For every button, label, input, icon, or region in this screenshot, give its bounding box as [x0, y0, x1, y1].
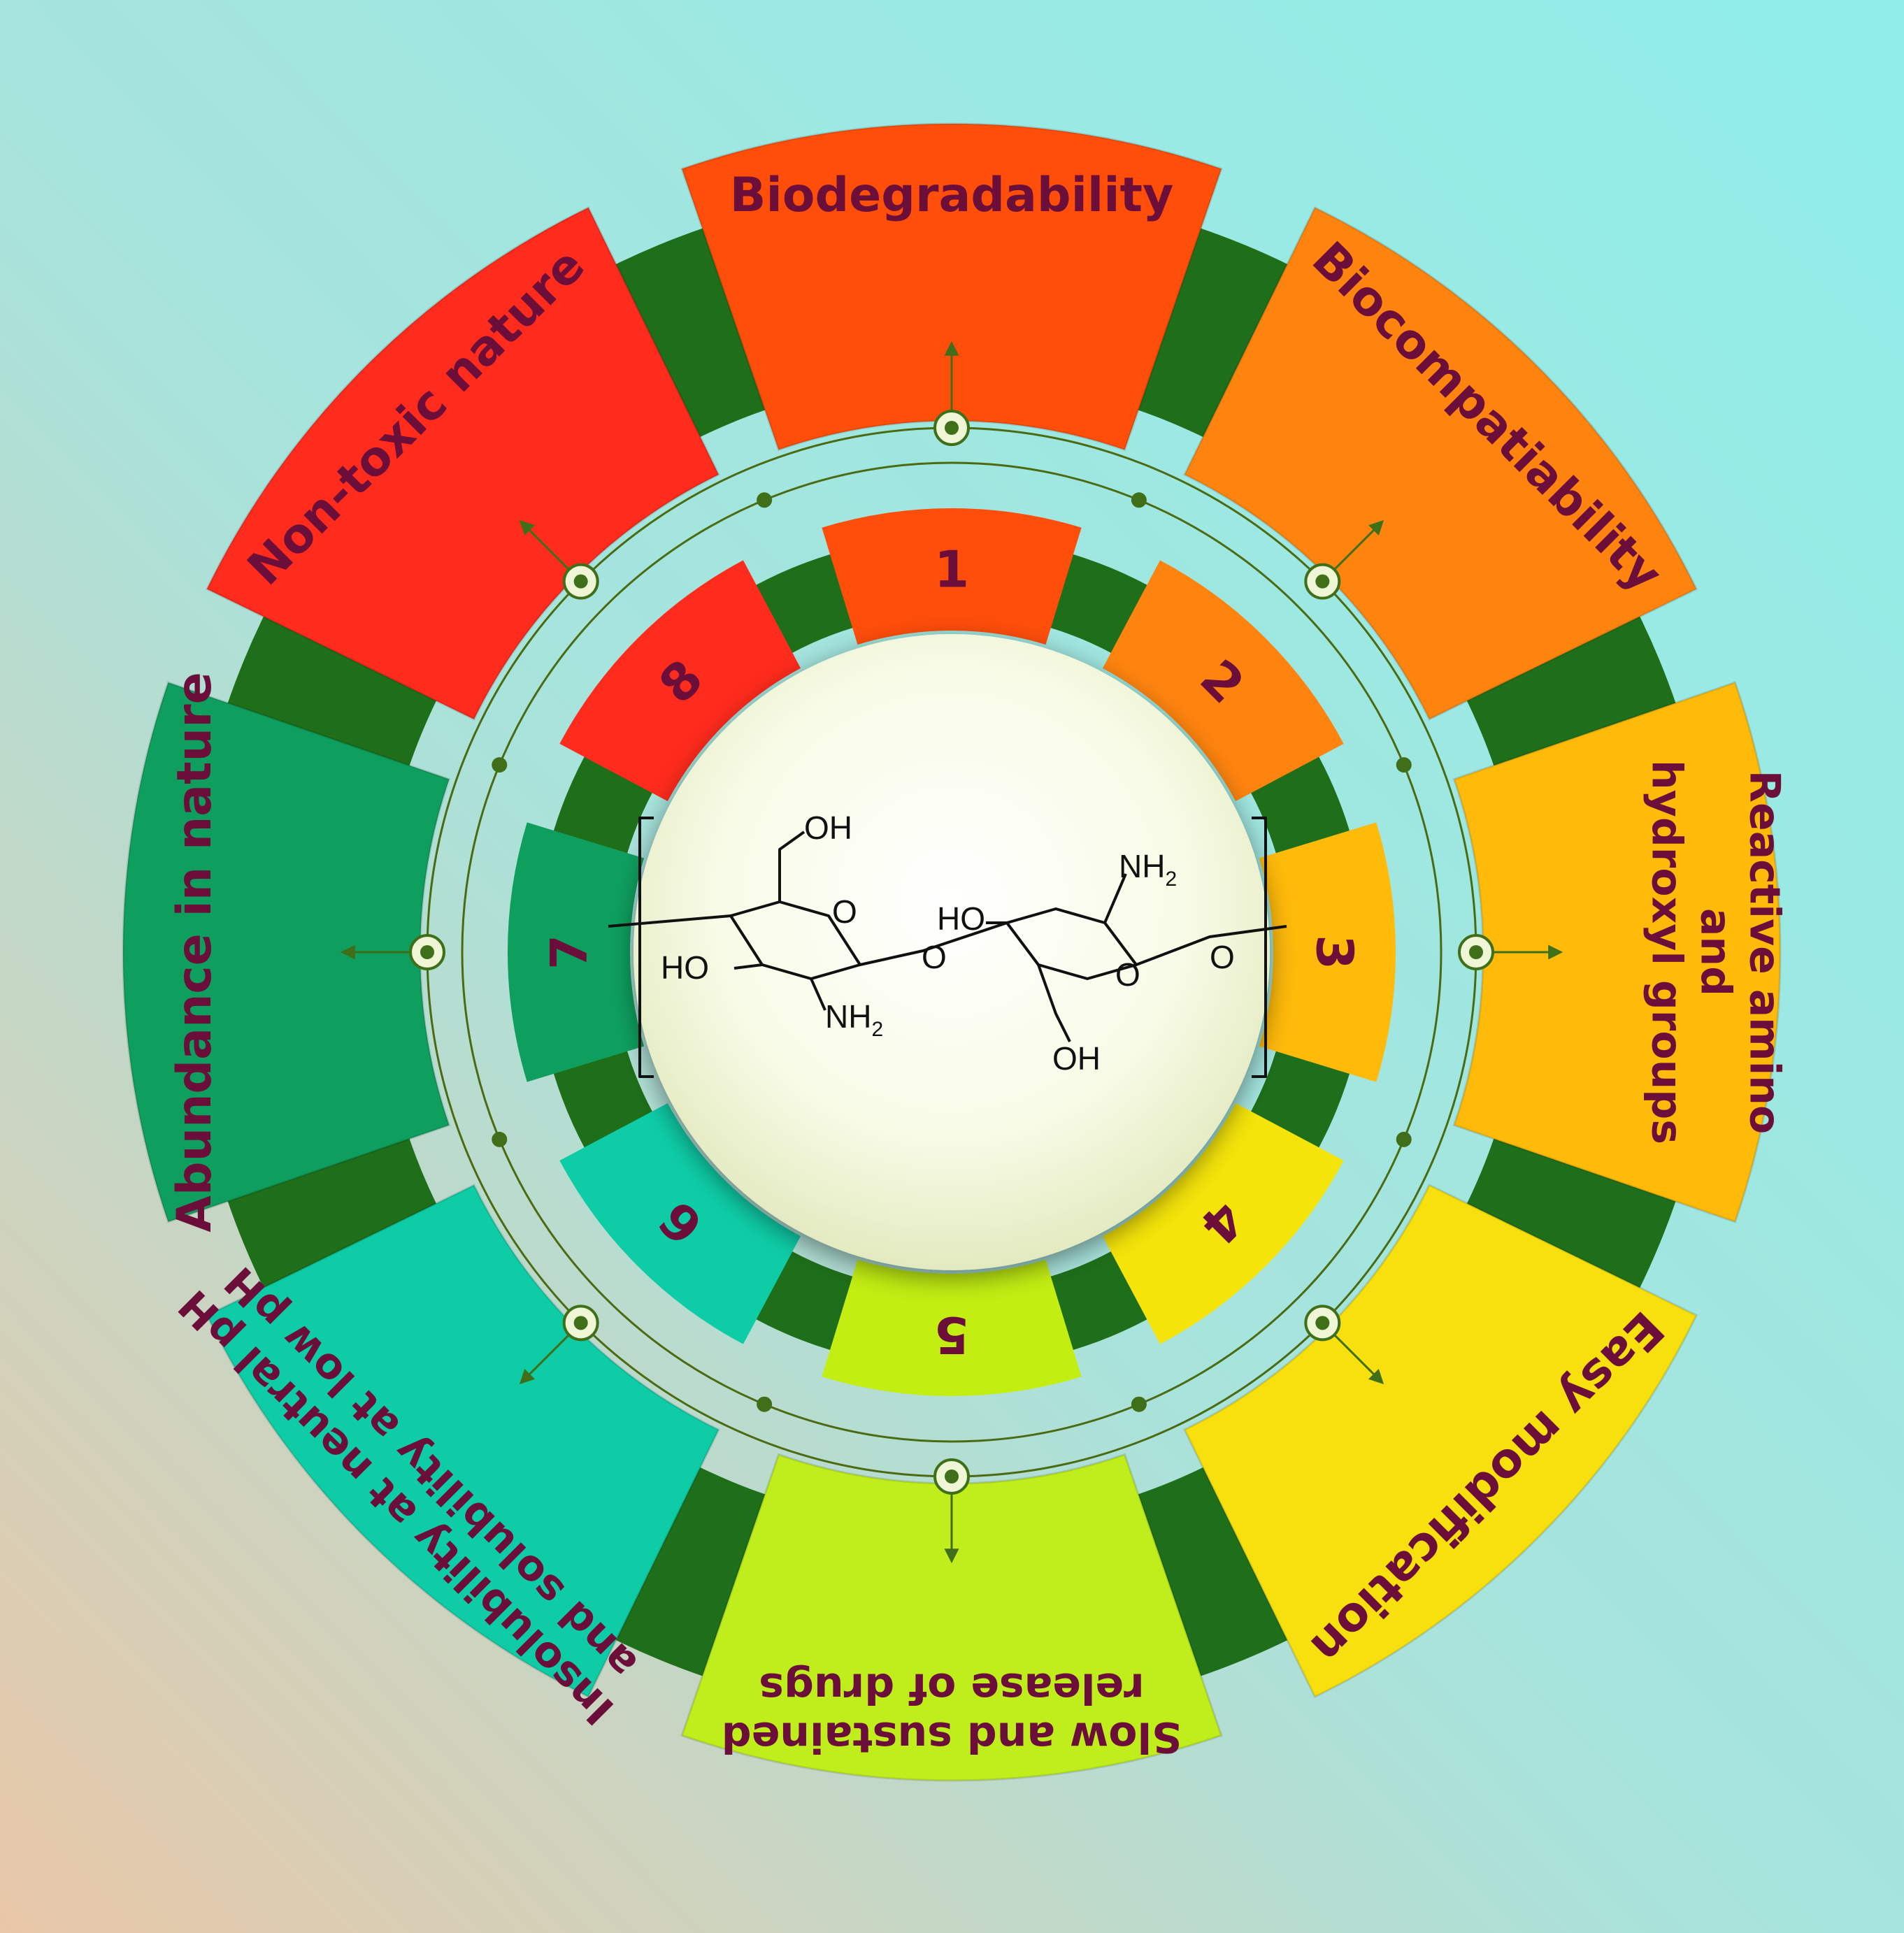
ring-dot-3	[1396, 1131, 1412, 1147]
outer-segment-slow-and-sustained-release-of-drugs	[680, 1453, 1223, 1782]
ring-dot-4	[1131, 1396, 1147, 1412]
orbit-nodes	[340, 340, 1563, 1564]
label-o-ring-right: O	[1115, 956, 1140, 993]
outer-segment-abundance-in-nature	[122, 681, 451, 1223]
outer-segment-easy-modification	[1183, 1184, 1698, 1699]
outer-segment-biodegradability	[680, 122, 1223, 452]
bond-glycosidic	[859, 921, 1008, 966]
bracket-right	[1252, 817, 1267, 1078]
ring-node-dot-3	[1469, 945, 1483, 959]
ring-node-dot-2	[1315, 574, 1330, 589]
ring-node-dot-1	[945, 421, 959, 435]
outer-segment-biocompatiability	[1183, 206, 1698, 721]
segment-label-1-line-1: Biodegradability	[730, 168, 1174, 223]
label-oh-bottom: OH	[1052, 1040, 1101, 1077]
center-disc-fill	[634, 634, 1270, 1270]
ring-dot-1	[1131, 492, 1147, 508]
outer-segment-insolubility-at-neutral-ph-and-solubility-at-low-ph	[205, 1184, 720, 1699]
inner-segment-6	[559, 1102, 801, 1344]
inner-segment-1	[822, 508, 1082, 645]
bond-chain-right	[1136, 925, 1287, 966]
bond-chain-left	[608, 914, 731, 928]
bond-nh2-left	[810, 978, 826, 1011]
ring-dot-8	[757, 492, 773, 508]
bond-ch2oh-left	[778, 831, 806, 902]
inner-segment-4	[1102, 1102, 1344, 1344]
segment-label-5-line-2: release of drugs	[759, 1664, 1144, 1713]
ring-dot-5	[757, 1396, 773, 1412]
bond-nh2-right	[1103, 873, 1127, 924]
segment-label-5-line-1: Slow and sustained	[722, 1713, 1182, 1762]
ring-dot-2	[1396, 757, 1412, 773]
center-disc	[634, 634, 1270, 1270]
label-ho-right: HO	[937, 900, 985, 937]
segment-label-3-line-2: and	[1691, 908, 1740, 996]
label-ho-left: HO	[661, 949, 709, 986]
label-o-ring-left: O	[832, 893, 857, 930]
ring-node-dot-4	[1315, 1316, 1330, 1330]
ring-node-dot-7	[420, 945, 434, 959]
segment-label-3-line-3: hydroxyl groups	[1642, 760, 1691, 1144]
segment-number-1: 1	[934, 540, 969, 599]
label-o-bridge: O	[922, 939, 947, 975]
inner-segment-3	[1259, 822, 1396, 1082]
inner-segments	[508, 508, 1396, 1396]
segment-number-3: 3	[1305, 935, 1364, 970]
ring-node-dot-6	[573, 1316, 588, 1330]
outer-segments	[122, 122, 1782, 1782]
inner-segment-7	[508, 822, 645, 1082]
ring-node-dot-8	[573, 574, 588, 589]
outer-segment-non-toxic-nature	[205, 206, 720, 721]
ring-dot-7	[492, 757, 508, 773]
label-oh-top: OH	[804, 810, 852, 846]
bracket-left	[638, 817, 654, 1078]
segment-label-3-line-1: Reactive amino	[1740, 770, 1789, 1134]
ring-node-dot-5	[945, 1469, 959, 1483]
segment-number-5: 5	[934, 1306, 969, 1365]
bond-ho-left	[733, 963, 763, 970]
inner-segment-2	[1102, 560, 1344, 802]
label-o-end: O	[1210, 939, 1235, 975]
inner-orbit	[461, 461, 1443, 1443]
ring-dot-6	[492, 1131, 508, 1147]
outer-segment-reactive-amino-and-hydroxyl-groups	[1452, 681, 1782, 1223]
bond-ch2oh-right	[1037, 964, 1071, 1042]
segment-label-7-line-1: Abundance in nature	[167, 672, 222, 1232]
segment-number-7: 7	[540, 935, 599, 970]
inner-segment-5	[822, 1259, 1082, 1396]
inner-segment-8	[559, 560, 801, 802]
